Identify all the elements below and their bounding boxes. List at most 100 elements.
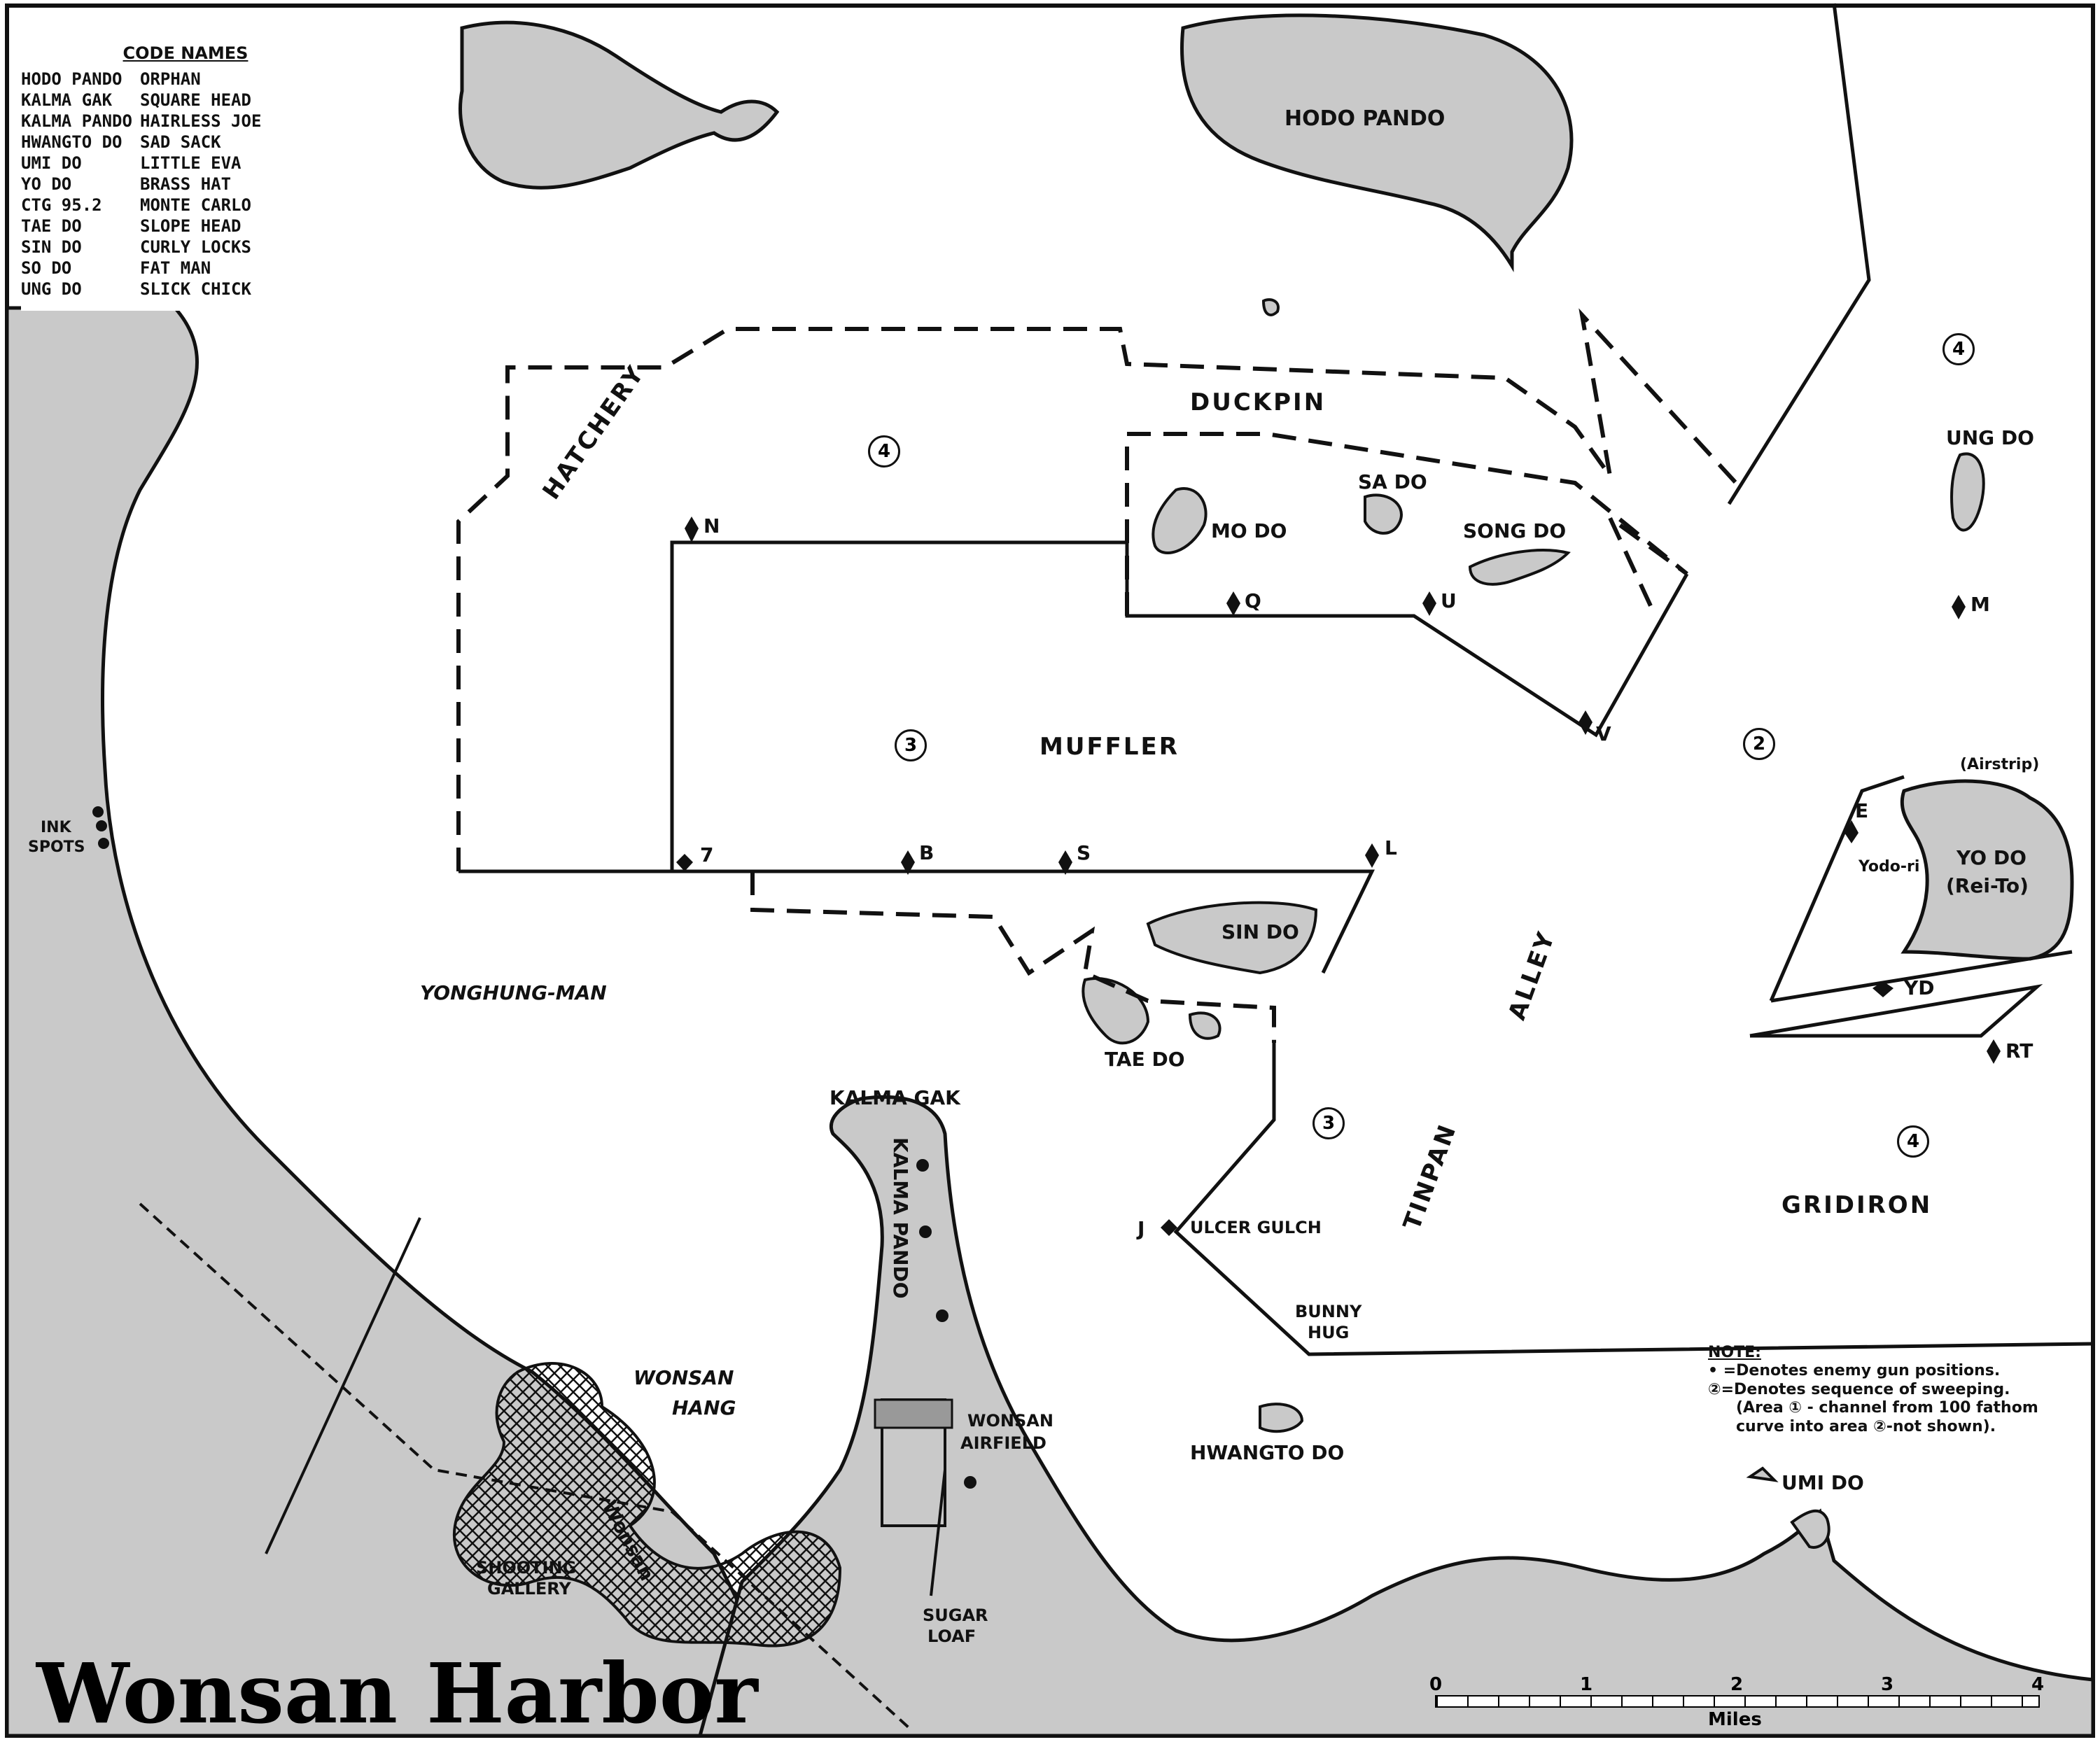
northwest-island (458, 20, 780, 190)
railway-line (139, 1202, 911, 1730)
buoy-E (1844, 820, 1858, 843)
legend-code: MONTE CARLO (140, 195, 251, 215)
legend-code: FAT MAN (140, 258, 211, 278)
place-label-shooting-gallery-line2: GALLERY (487, 1579, 571, 1599)
song-do-island (1468, 549, 1571, 586)
buoy-L (1365, 843, 1379, 868)
scale-tick: 4 (2031, 1674, 2045, 1695)
place-label-sugar-loaf-line1: SUGAR (923, 1606, 988, 1625)
sequence-marker: 4 (868, 435, 900, 468)
buoy-S (1058, 850, 1072, 875)
map-title: Wonsan Harbor (36, 1645, 758, 1742)
gun-position (96, 820, 107, 831)
point-label-B: B (919, 841, 934, 864)
point-label-U: U (1441, 589, 1457, 612)
note-line-sequence: ②=Denotes sequence of sweeping. (1708, 1380, 2010, 1398)
muffler-south-boundary (458, 869, 1375, 974)
place-label-wonsan-hang-line2: HANG (672, 1396, 736, 1419)
sequence-marker: 4 (1942, 333, 1975, 365)
place-label-airstrip: (Airstrip) (1960, 756, 2040, 773)
place-label-yonghung-man: YONGHUNG-MAN (420, 981, 607, 1004)
scale-unit: Miles (1708, 1709, 1762, 1730)
place-label-song-do: SONG DO (1463, 519, 1567, 542)
legend-code: SLICK CHICK (140, 279, 251, 299)
buoy-U (1422, 591, 1436, 616)
hodo-route (1727, 3, 1871, 505)
scale-bar-graphic (1435, 1695, 2040, 1708)
duckpin-boundary (456, 308, 1738, 871)
legend-code: ORPHAN (140, 69, 201, 89)
hwangto-do-island (1259, 1403, 1304, 1433)
place-label-umi-do: UMI DO (1782, 1471, 1864, 1494)
place-label-hodo-pando: HODO PANDO (1284, 106, 1446, 131)
gun-position (964, 1476, 976, 1489)
place-label-rei-to: (Rei-To) (1946, 874, 2029, 897)
legend-place: HWANGTO DO (21, 132, 122, 152)
place-label-bunny-line1: BUNNY (1295, 1302, 1362, 1321)
gun-position (916, 1159, 929, 1172)
legend-place: YO DO (21, 174, 72, 194)
place-label-sin-do: SIN DO (1222, 920, 1299, 943)
point-label-N: N (704, 514, 720, 538)
place-label-ink-spots-line2: SPOTS (28, 838, 85, 856)
sin-do-boundary (750, 871, 1276, 1043)
sa-do-island (1364, 493, 1403, 535)
buoy-J (1161, 1219, 1177, 1236)
place-label-sa-do: SA DO (1358, 470, 1427, 493)
scale-tick: 1 (1580, 1674, 1593, 1695)
buoy-YD (1872, 981, 1893, 997)
place-label-hwangto-do: HWANGTO DO (1190, 1441, 1345, 1464)
hatchery-boundary (1125, 432, 1688, 616)
point-label-S: S (1077, 841, 1091, 864)
legend-code: SQUARE HEAD (140, 90, 251, 110)
legend-entry: SO DO FAT MAN (21, 258, 350, 279)
legend-entry: HWANGTO DO SAD SACK (21, 132, 350, 153)
umi-do-tip (1790, 1509, 1830, 1549)
note-line-area-channel-cont: curve into area ②-not shown). (1736, 1417, 1996, 1435)
sequence-marker: 3 (1312, 1107, 1345, 1139)
place-label-wonsan-hang-line1: WONSAN (634, 1366, 734, 1389)
place-label-yodo-ri: Yodo-ri (1858, 858, 1920, 876)
area-label-muffler: MUFFLER (1040, 733, 1180, 761)
point-label-J: J (1138, 1217, 1145, 1240)
point-label-RT: RT (2005, 1039, 2033, 1062)
gun-position (936, 1309, 948, 1322)
area-label-gridiron: GRIDIRON (1782, 1191, 1933, 1219)
point-label-YD: YD (1904, 976, 1935, 999)
buoy-markers (676, 517, 2001, 1236)
place-label-wonsan-airfield-line1: WONSAN (967, 1411, 1054, 1431)
point-label-M: M (1970, 593, 1990, 616)
note-line-gun-positions: • =Denotes enemy gun positions. (1708, 1362, 2001, 1380)
place-label-wonsan-airfield-line2: AIRFIELD (960, 1433, 1046, 1453)
place-label-ink-spots-line1: INK (41, 819, 71, 836)
legend-code: HAIRLESS JOE (140, 111, 262, 131)
buoy-7 (676, 854, 693, 871)
note-title: NOTE: (1708, 1344, 1761, 1361)
sequence-marker: 2 (1743, 728, 1775, 760)
sin-do-island (1146, 901, 1318, 975)
legend-code: SLOPE HEAD (140, 216, 241, 236)
legend-code: SAD SACK (140, 132, 221, 152)
legend-place: KALMA GAK (21, 90, 113, 110)
scale-tick: 3 (1881, 1674, 1894, 1695)
yo-do-island (1900, 779, 2074, 961)
buoy-B (901, 850, 915, 875)
place-label-kalma-gak: KALMA GAK (830, 1086, 960, 1109)
gun-position (98, 838, 109, 849)
legend-place: SO DO (21, 258, 72, 278)
legend-place: CTG 95.2 (21, 195, 102, 215)
place-label-ung-do: UNG DO (1946, 426, 2034, 449)
legend-code: LITTLE EVA (140, 153, 241, 173)
tinpan-boundary (1173, 1043, 2094, 1356)
legend-entry: KALMA GAK SQUARE HEAD (21, 90, 350, 111)
point-label-E: E (1855, 799, 1869, 822)
umi-do-marker (1746, 1466, 1779, 1482)
point-label-Q: Q (1245, 589, 1261, 612)
